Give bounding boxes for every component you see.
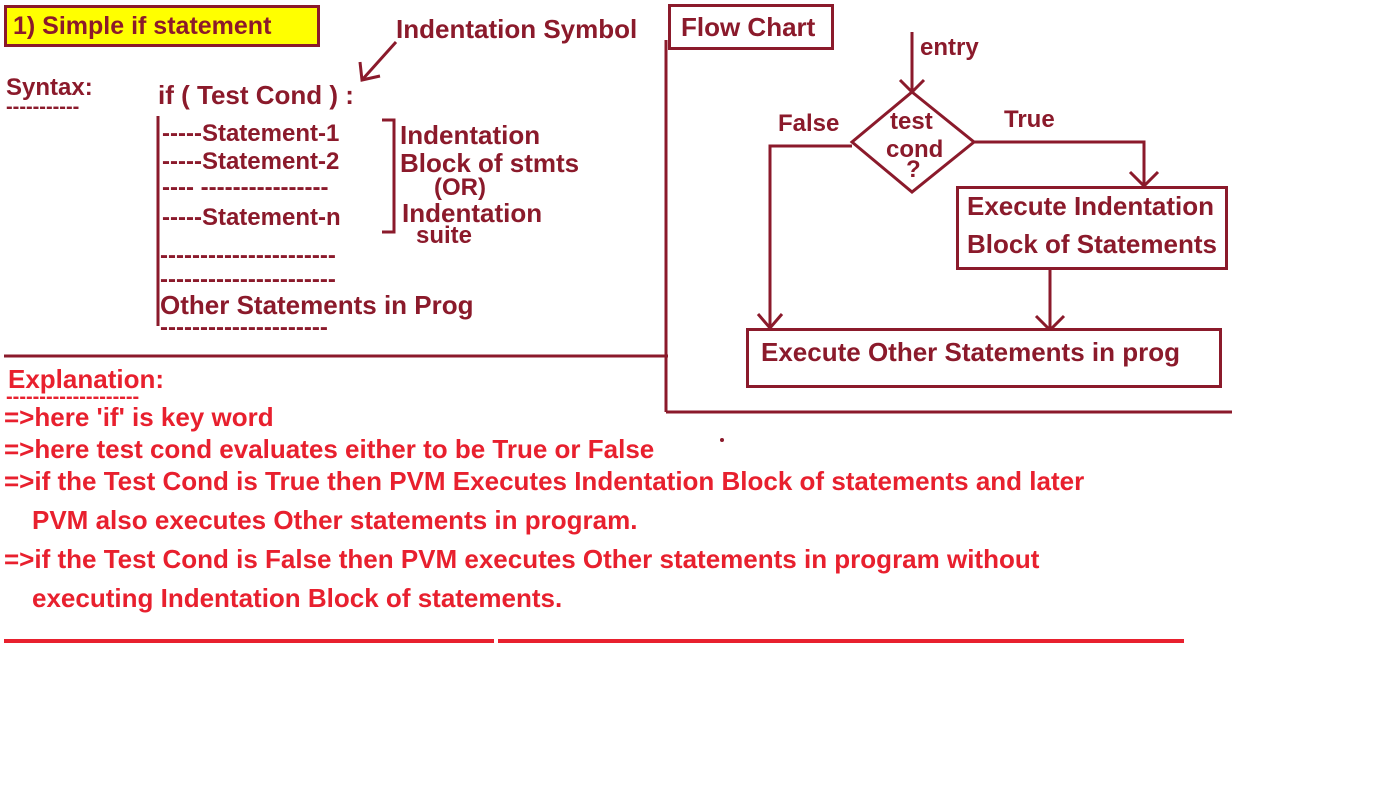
statement-ellipsis: ---- ---------------- — [162, 174, 329, 201]
explanation-line-1: =>here 'if' is key word — [4, 402, 274, 432]
execute-other-box: Execute Other Statements in prog — [746, 328, 1222, 388]
flowchart-title: Flow Chart — [668, 4, 834, 50]
statement-n: -----Statement-n — [162, 204, 341, 231]
true-label: True — [1004, 106, 1055, 133]
explanation-heading: Explanation: — [8, 364, 165, 394]
note-block-of-stmts: Block of stmts — [400, 148, 580, 178]
dash-line-2: ---------------------- — [160, 266, 336, 293]
note-suite: suite — [416, 222, 473, 249]
false-label: False — [778, 110, 840, 137]
explanation-line-2: =>here test cond evaluates either to be … — [4, 434, 655, 464]
block-bracket — [382, 118, 396, 234]
if-syntax-line: if ( Test Cond ) : — [158, 80, 354, 110]
note-indentation-2: Indentation — [402, 198, 543, 228]
explanation-underline: -------------------- — [6, 386, 140, 408]
execute-block-line-1: Execute Indentation — [967, 191, 1215, 221]
false-path — [768, 144, 852, 328]
dash-line-1: ---------------------- — [160, 242, 336, 269]
decision-text-cond: cond — [886, 136, 944, 163]
indent-symbol-arrowhead — [358, 61, 381, 82]
explanation-line-6: executing Indentation Block of statement… — [32, 583, 563, 613]
execute-block-box: Execute Indentation Block of Statements — [956, 186, 1228, 270]
decision-text-test: test — [890, 108, 933, 135]
entry-label: entry — [920, 34, 979, 61]
syntax-label-underline: ----------- — [6, 96, 80, 118]
true-path — [974, 140, 1146, 184]
other-statements-line: Other Statements in Prog — [160, 290, 474, 320]
indentation-symbol-label: Indentation Symbol — [396, 14, 638, 44]
indent-symbol-arrow — [360, 40, 398, 82]
execute-block-line-2: Block of Statements — [967, 229, 1217, 259]
statement-1: -----Statement-1 — [162, 120, 340, 147]
note-indentation: Indentation — [400, 120, 541, 150]
explanation-line-5: =>if the Test Cond is False then PVM exe… — [4, 544, 1040, 574]
decision-diamond — [849, 90, 977, 194]
statement-2: -----Statement-2 — [162, 148, 340, 175]
dash-line-bottom: --------------------- — [160, 314, 328, 341]
note-or: (OR) — [434, 174, 486, 201]
explanation-line-3: =>if the Test Cond is True then PVM Exec… — [4, 466, 1085, 496]
explanation-line-4: PVM also executes Other statements in pr… — [32, 505, 638, 535]
syntax-label: Syntax: — [6, 74, 93, 101]
stray-dot — [720, 438, 724, 442]
decision-text-question: ? — [906, 156, 921, 183]
execute-other-text: Execute Other Statements in prog — [761, 337, 1180, 367]
section-title: 1) Simple if statement — [4, 5, 320, 47]
